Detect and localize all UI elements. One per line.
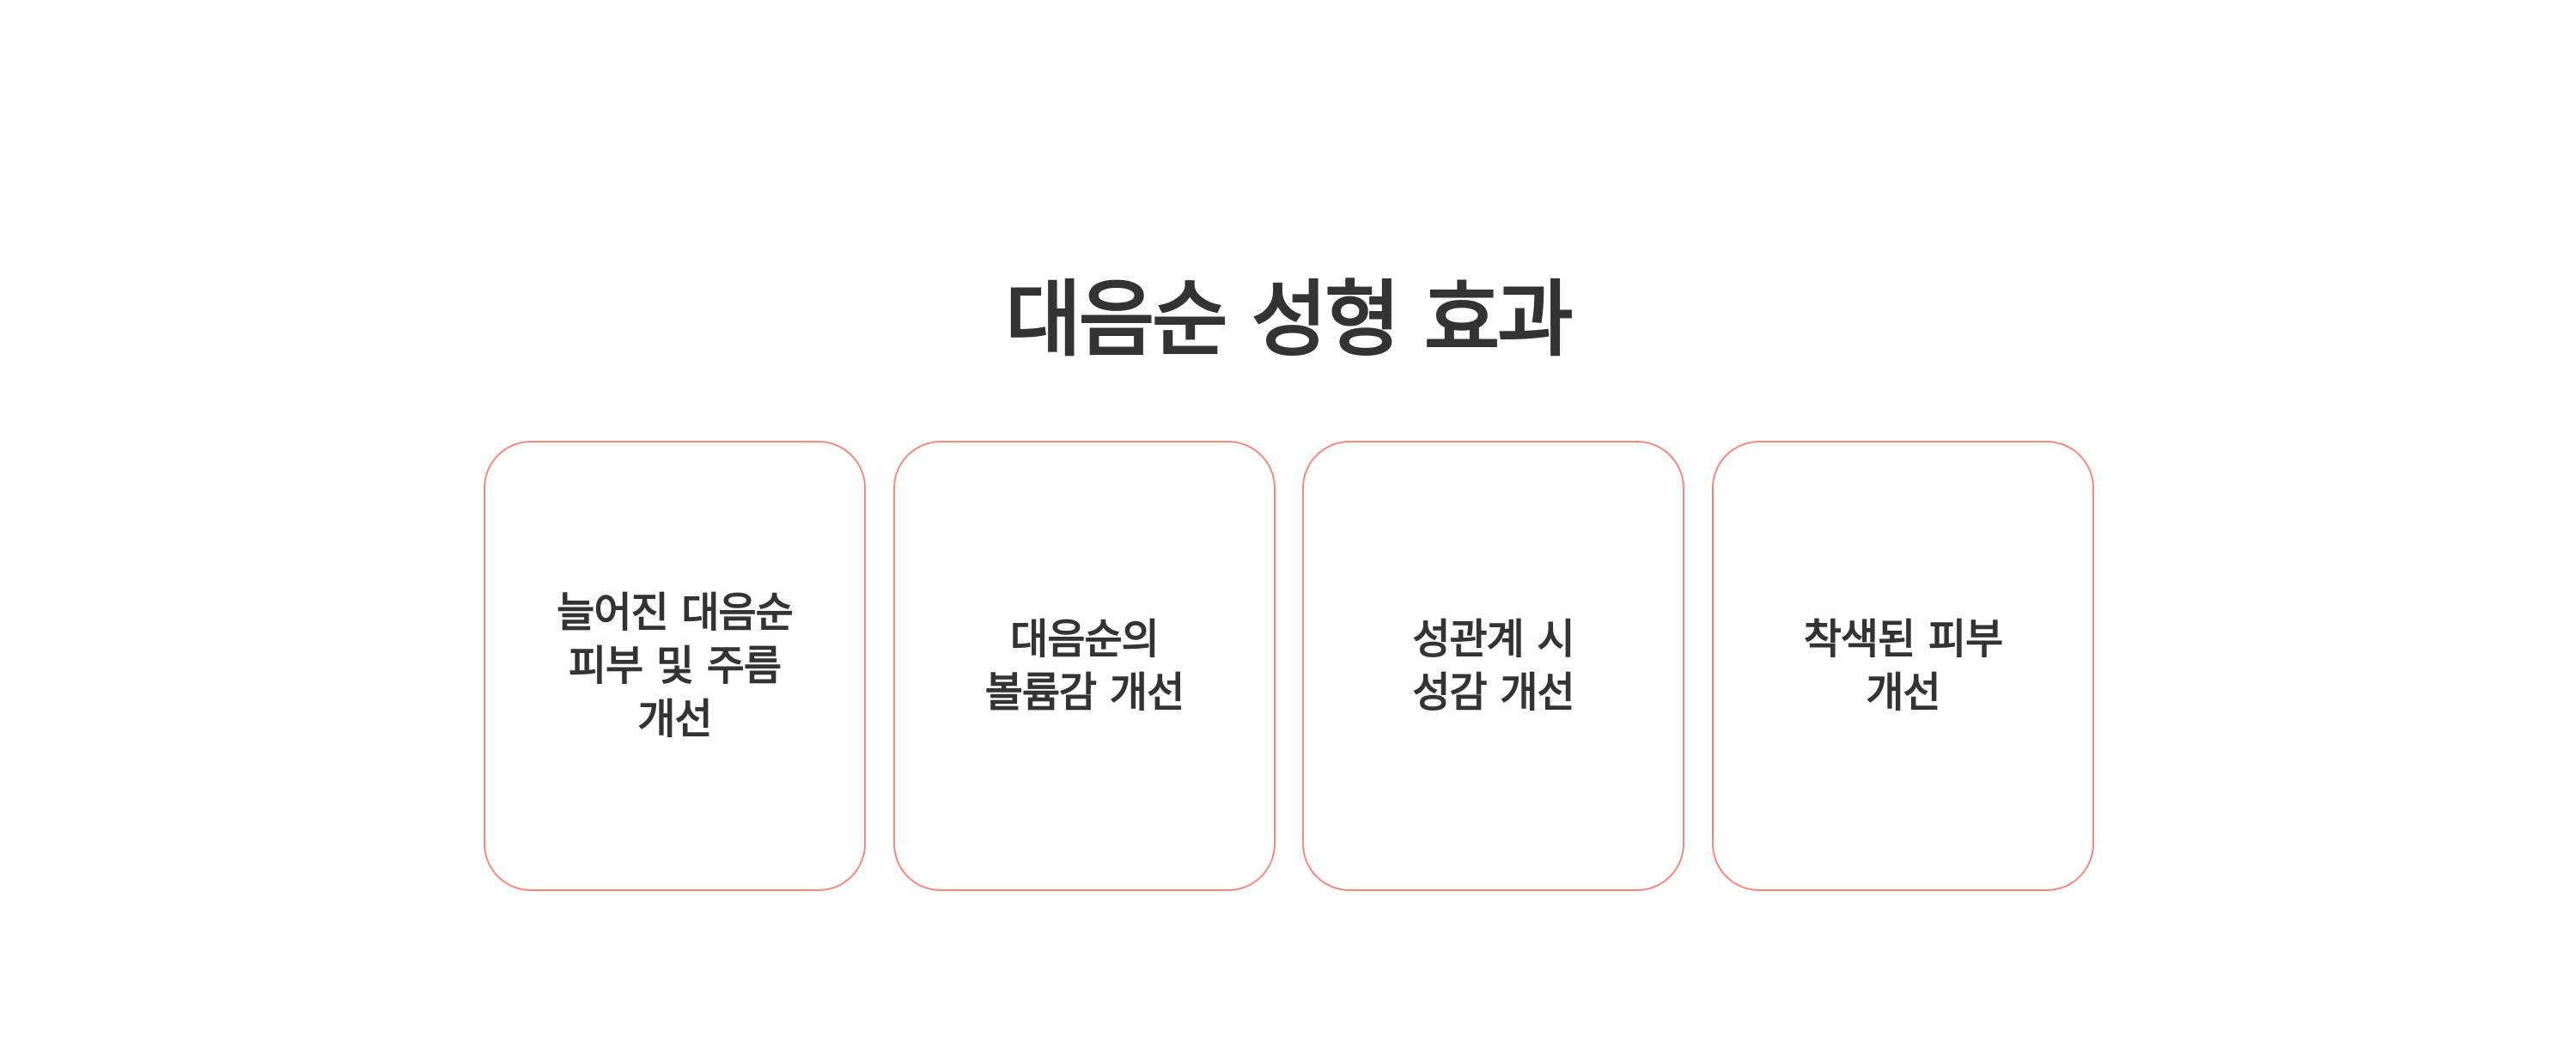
effect-card-sensitivity: 성관계 시 성감 개선 [1302,441,1684,891]
page-title: 대음순 성형 효과 [1005,272,1573,369]
effect-card-pigmentation: 착색된 피부 개선 [1712,441,2094,891]
effect-card-text: 대음순의 볼륨감 개선 [984,615,1185,717]
effect-card-text: 늘어진 대음순 피부 및 주름 개선 [557,589,794,743]
effect-card-text: 성관계 시 성감 개선 [1412,615,1574,717]
effect-card-sagging-skin: 늘어진 대음순 피부 및 주름 개선 [484,441,866,891]
effect-card-text: 착색된 피부 개선 [1803,615,2004,717]
effect-card-volume: 대음순의 볼륨감 개선 [893,441,1276,891]
